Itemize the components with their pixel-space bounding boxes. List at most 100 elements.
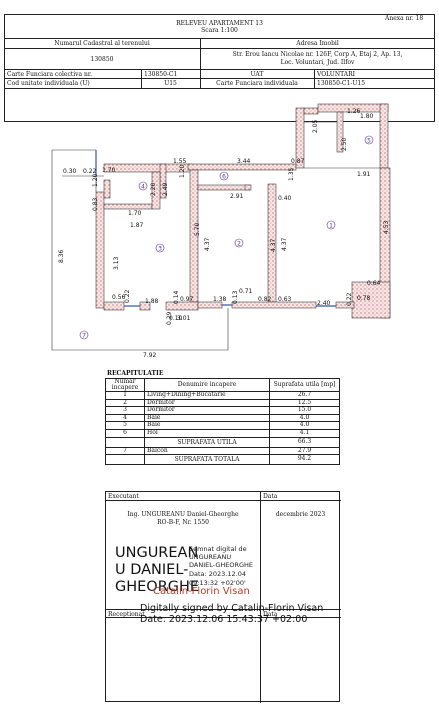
room-marker xyxy=(234,238,244,248)
wall xyxy=(335,301,355,309)
balcon-label: Balcon xyxy=(144,446,270,456)
total-row: SUPRAFATA TOTALA 94.2 xyxy=(105,454,340,466)
wall xyxy=(231,301,317,309)
room-number-7: 7 xyxy=(82,333,86,340)
dimension-label: 0.64 xyxy=(367,280,381,287)
dimension-label: 0.71 xyxy=(239,288,253,295)
dimension-label: 3.13 xyxy=(113,256,120,270)
windows xyxy=(95,150,336,307)
dimension-label: 1.87 xyxy=(130,222,144,229)
dimension-label: 1.26 xyxy=(347,108,361,115)
signature-name-line: GHEORGHE xyxy=(115,579,200,595)
digital-signature-line: Date: 2023.12.06 15:43:37 +02:00 xyxy=(140,614,308,625)
dimension-label: 1.55 xyxy=(173,158,187,165)
wall xyxy=(95,191,105,309)
executant-label: Executant xyxy=(108,493,139,500)
dimension-label: 0.97 xyxy=(180,296,194,303)
dimension-label: 2.20 xyxy=(150,182,157,196)
dimension-label: 1.20 xyxy=(92,173,99,187)
room-marker xyxy=(326,220,336,230)
header-vline xyxy=(200,38,201,88)
room-number-2: 2 xyxy=(237,241,241,248)
receptionat-label: Receptionat xyxy=(108,611,145,618)
header-divider xyxy=(4,48,435,49)
cod-unitate-label: Cod unitate individuala (U) xyxy=(7,80,90,87)
room-marker xyxy=(364,135,374,145)
empty-cell xyxy=(105,454,145,466)
room-nr: 6 xyxy=(105,428,145,438)
cf-colectiva-value: 130850-C1 xyxy=(144,71,178,78)
address-line-2: Loc. Voluntari, Jud. Ilfov xyxy=(280,59,355,66)
dimension-label: 1.80 xyxy=(360,113,374,120)
signature-info-line: Semnat digital de xyxy=(189,545,247,553)
wall xyxy=(295,107,305,169)
balcony-line xyxy=(51,150,229,351)
room-number-4: 4 xyxy=(141,184,145,191)
address-label: Adresa Imobil xyxy=(296,40,339,47)
cf-individuala-value: 130850-C1-U15 xyxy=(317,80,366,87)
engineer-authorization: RO-B-F, Nr. 1550 xyxy=(157,519,209,526)
dimension-label: 7.92 xyxy=(143,352,157,359)
wall xyxy=(103,203,153,210)
dimension-label: 0.30 xyxy=(63,168,77,175)
wall xyxy=(103,179,111,199)
dimension-label: 0.87 xyxy=(291,158,305,165)
room-name: Living+Dining+Bucatarie xyxy=(144,391,270,400)
dimension-label: 8.36 xyxy=(58,249,65,263)
signature-info-line: DANIEL-GHEORGHE xyxy=(189,561,254,569)
uat-label: UAT xyxy=(250,71,264,78)
dimension-label: 2.50 xyxy=(341,137,348,151)
dimension-label: 0.22 xyxy=(124,289,131,303)
room-name: Baie xyxy=(144,421,270,430)
signature-info-line: Data: 2023.12.04 xyxy=(189,570,246,578)
balcony-outline xyxy=(51,121,380,351)
annex-number: Anexa nr. 18 xyxy=(385,15,424,22)
util-value: 66.3 xyxy=(269,436,340,448)
room-area: 26.7 xyxy=(269,391,340,400)
signer-name-red: Catalin-Florin Visan xyxy=(153,586,250,597)
wall xyxy=(165,301,199,311)
dimension-label: 1.91 xyxy=(357,171,371,178)
util-label: SUPRAFATA UTILA xyxy=(144,436,270,448)
dimension-label: 1.35 xyxy=(288,167,295,181)
data-label-2: Data xyxy=(263,611,278,618)
balcon-row: 7 Balcon 27.9 xyxy=(105,446,340,456)
wall xyxy=(244,184,252,191)
scale-text: Scara 1:100 xyxy=(201,27,238,34)
header-divider xyxy=(4,78,435,79)
dimension-label: 0.13 xyxy=(232,290,239,304)
wall xyxy=(336,111,344,153)
header-table: Anexa nr. 18 RELEVEU APARTAMENT 13 Scara… xyxy=(4,14,435,122)
room-name: Hol xyxy=(144,428,270,438)
document-title: RELEVEU APARTAMENT 13 xyxy=(176,20,263,27)
wall xyxy=(197,184,251,191)
room-number-1: 1 xyxy=(329,223,333,230)
address-line-1: Str. Erou Iancu Nicolae nr. 126F, Corp A… xyxy=(232,51,403,58)
header-divider xyxy=(4,38,435,39)
recap-table: Numar incapere Denumire incapere Suprafa… xyxy=(105,378,340,466)
dimension-label: 2.91 xyxy=(230,193,244,200)
signature-info-line: 09:13:32 +02'00' xyxy=(189,579,246,587)
signature-hline xyxy=(106,617,341,618)
wall xyxy=(351,281,391,319)
table-row: 6 Hol 4.1 xyxy=(105,428,340,438)
signature-hline xyxy=(106,609,341,610)
room-area: 4.1 xyxy=(269,428,340,438)
header-divider xyxy=(4,88,435,89)
wall xyxy=(103,301,125,311)
signature-hline xyxy=(106,500,341,501)
util-row: SUPRAFATA UTILA 66.3 xyxy=(105,436,340,448)
dimension-label: 0.10 xyxy=(169,315,183,322)
dimension-label: 4.53 xyxy=(383,220,390,234)
header-divider xyxy=(4,69,435,70)
signature-info-line: UNGUREANU xyxy=(189,553,232,561)
dimension-label: 0.22 xyxy=(83,168,97,175)
total-value: 94.2 xyxy=(269,454,340,466)
col-header-name: Denumire incapere xyxy=(144,378,270,392)
digital-signature-line: Digitally signed by Catalin-Florin Visan xyxy=(140,603,324,614)
dimension-label: 0.29 xyxy=(166,311,173,325)
dimension-label: 4.37 xyxy=(281,237,288,251)
cadastral-label: Numarul Cadastral al terenului xyxy=(54,40,150,47)
cadastral-value: 130850 xyxy=(90,56,114,63)
room-nr: 1 xyxy=(105,391,145,400)
